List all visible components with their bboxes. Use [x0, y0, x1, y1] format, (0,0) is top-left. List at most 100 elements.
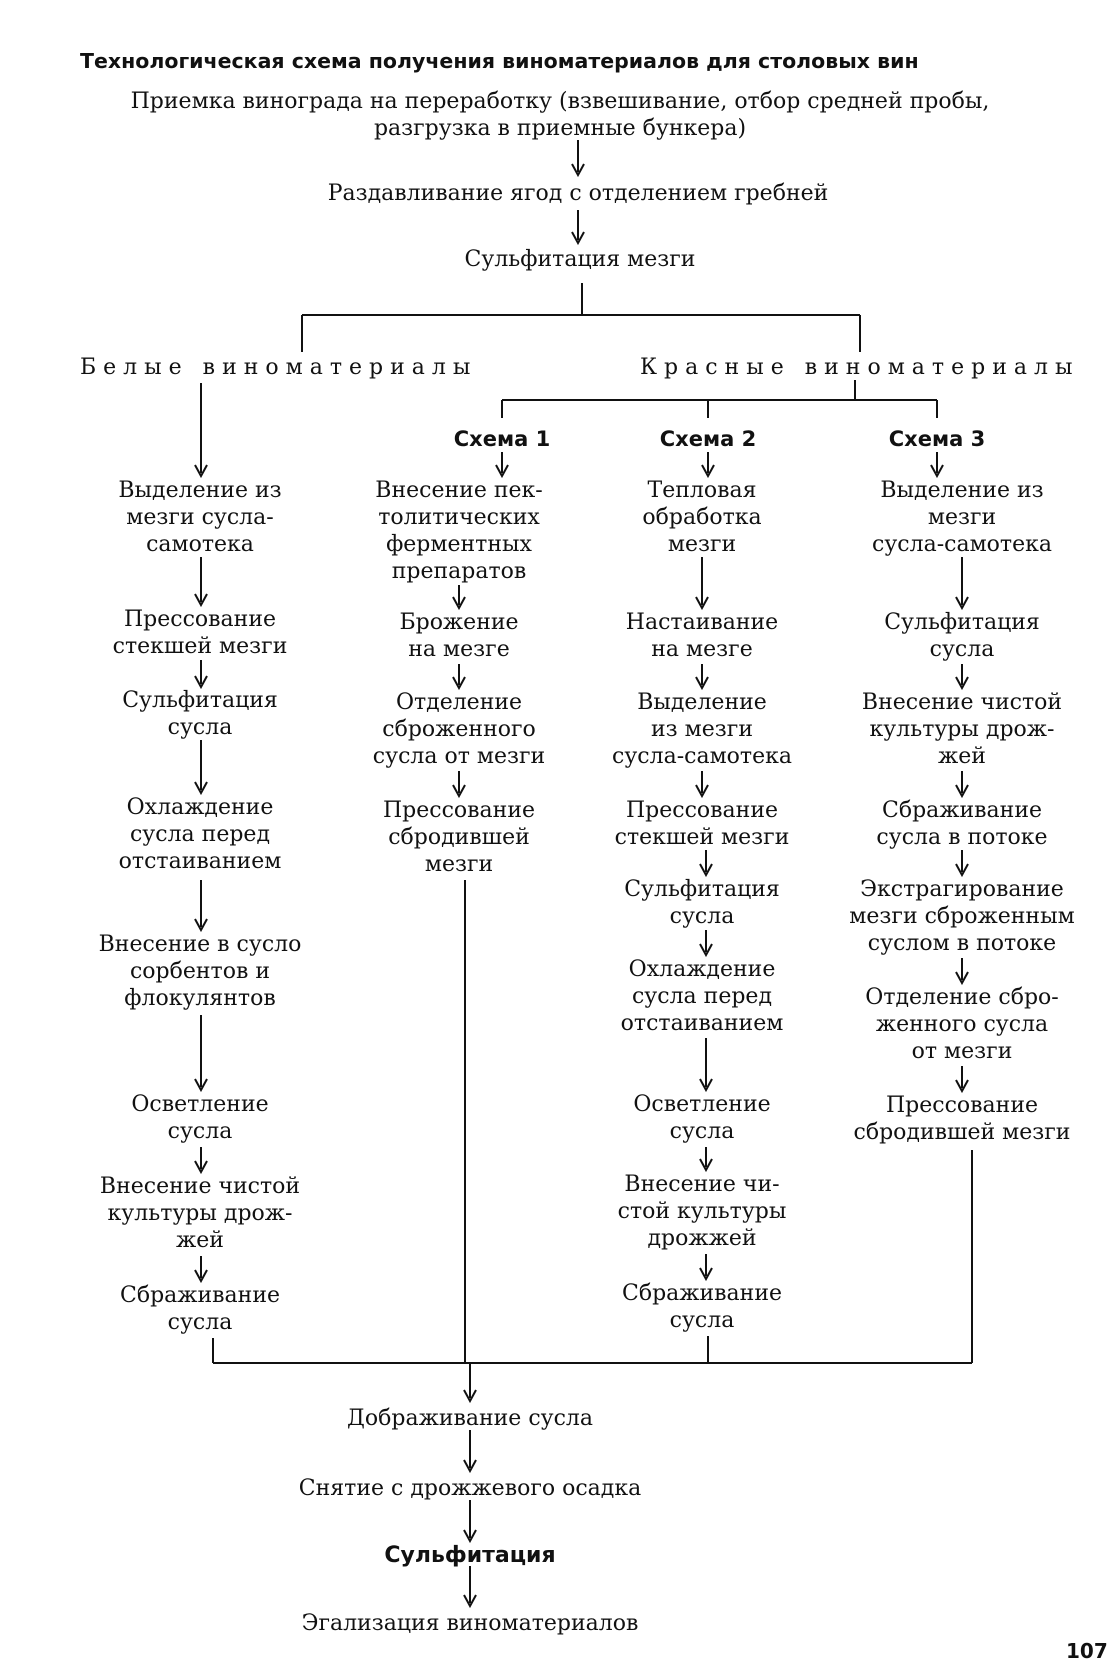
scheme2-step-6: Охлаждение сусла перед отстаиванием: [587, 956, 817, 1037]
scheme1-step-3: Отделение сброженного сусла от мезги: [344, 689, 574, 770]
page-title: Технологическая схема получения виномате…: [80, 49, 919, 73]
scheme2-step-8: Внесение чи- стой культуры дрожжей: [587, 1171, 817, 1252]
scheme2-step-4: Прессование стекшей мезги: [587, 797, 817, 851]
step-reception: Приемка винограда на переработку (взвеши…: [60, 88, 1060, 142]
scheme2-step-1: Тепловая обработка мезги: [587, 477, 817, 558]
step-line: обработка: [642, 505, 762, 530]
step-line: культуры дрож-: [107, 1201, 293, 1226]
step-line: дрожжей: [647, 1226, 757, 1251]
white-step-6: Осветление сусла: [60, 1091, 340, 1145]
step-line: сусла перед: [129, 822, 270, 847]
scheme3-step-5: Экстрагирование мезги сброженным суслом …: [827, 876, 1097, 957]
step-line: женного сусла: [875, 1012, 1049, 1037]
scheme3-step-1: Выделение из мезги сусла-самотека: [827, 477, 1097, 558]
arrowhead: [463, 1459, 477, 1474]
arrowhead: [194, 675, 208, 690]
step-line: Прессование: [382, 798, 536, 823]
arrowhead: [495, 464, 509, 479]
arrowhead: [194, 1269, 208, 1284]
step-crushing: Раздавливание ягод с отделением гребней: [327, 181, 829, 206]
step-line: Выделение из: [118, 478, 282, 503]
arrowhead: [699, 1078, 713, 1093]
arrowhead: [463, 1389, 477, 1404]
step-line: ферментных: [386, 532, 532, 557]
arrowhead: [955, 676, 969, 691]
step-line: сусла: [167, 715, 233, 740]
step-line: Внесение чистой: [99, 1174, 301, 1199]
step-sulfitation-final: Сульфитация: [384, 1543, 556, 1568]
step-line: сусла перед: [631, 984, 772, 1009]
step-line: сброженного: [382, 717, 536, 742]
step-line: стекшей мезги: [112, 634, 288, 659]
step-line: сусла в потоке: [876, 825, 1048, 850]
scheme2-step-9: Сбраживание сусла: [587, 1280, 817, 1334]
arrowhead: [955, 1079, 969, 1094]
branch-red-label: Красные виноматериалы: [640, 355, 1080, 380]
scheme3-step-7: Прессование сбродившей мезги: [827, 1092, 1097, 1146]
white-step-2: Прессование стекшей мезги: [60, 606, 340, 660]
step-line: отстаиванием: [118, 849, 282, 874]
scheme3-step-3: Внесение чистой культуры дрож- жей: [827, 689, 1097, 770]
scheme2-step-2: Настаивание на мезге: [587, 609, 817, 663]
step-line: Охлаждение: [628, 957, 776, 982]
step-line: флокулянтов: [124, 986, 276, 1011]
step-line: Выделение из: [880, 478, 1044, 503]
scheme-3-header: Схема 3: [888, 427, 986, 451]
step-line: мезги: [927, 505, 997, 530]
step-line: Внесение чи-: [624, 1172, 780, 1197]
step-line: сусла: [669, 904, 735, 929]
white-step-8: Сбраживание сусла: [60, 1282, 340, 1336]
white-step-4: Охлаждение сусла перед отстаиванием: [60, 794, 340, 875]
step-line: Сульфитация: [624, 877, 780, 902]
step-line: сусла: [167, 1119, 233, 1144]
arrowhead: [194, 593, 208, 608]
step-line: мезги сусла-: [126, 505, 274, 530]
arrowhead: [452, 596, 466, 611]
white-step-7: Внесение чистой культуры дрож- жей: [60, 1173, 340, 1254]
arrowhead: [955, 971, 969, 986]
arrowhead: [699, 1267, 713, 1282]
step-line: Экстрагирование: [860, 877, 1064, 902]
step-line: сбродившей: [388, 825, 530, 850]
step-line: на мезге: [408, 637, 510, 662]
step-line: мезги сброженным: [849, 904, 1075, 929]
step-line: Отделение сбро-: [865, 985, 1059, 1010]
step-line: Внесение пек-: [375, 478, 543, 503]
step-line: суслом в потоке: [867, 931, 1057, 956]
step-sulfitation-must: Сульфитация мезги: [464, 247, 696, 272]
step-line: сусла-самотека: [872, 532, 1052, 557]
step-line: мезги: [667, 532, 737, 557]
step-line: сусла: [929, 637, 995, 662]
arrowhead: [699, 1158, 713, 1173]
step-line: Сульфитация: [884, 610, 1040, 635]
step-line: сбродившей мезги: [853, 1120, 1071, 1145]
step-post-fermentation: Дображивание сусла: [347, 1406, 593, 1431]
step-line: разгрузка в приемные бункера): [373, 116, 747, 141]
step-line: от мезги: [911, 1039, 1013, 1064]
arrowhead: [695, 676, 709, 691]
step-line: Брожение: [399, 610, 519, 635]
arrowhead: [571, 163, 585, 178]
arrowhead: [695, 596, 709, 611]
arrowhead: [194, 1078, 208, 1093]
scheme-1-header: Схема 1: [453, 427, 551, 451]
scheme2-step-5: Сульфитация сусла: [587, 876, 817, 930]
step-line: жей: [938, 744, 986, 769]
step-line: толитических: [378, 505, 540, 530]
step-line: Внесение чистой: [861, 690, 1063, 715]
arrowhead: [452, 676, 466, 691]
step-line: сусла-самотека: [612, 744, 792, 769]
scheme3-step-4: Сбраживание сусла в потоке: [827, 797, 1097, 851]
step-line: Прессование: [885, 1093, 1039, 1118]
scheme2-step-7: Осветление сусла: [587, 1091, 817, 1145]
step-blending: Эгализация виноматериалов: [301, 1611, 639, 1636]
arrowhead: [463, 1529, 477, 1544]
step-line: стекшей мезги: [614, 825, 790, 850]
step-line: Осветление: [633, 1092, 771, 1117]
arrowhead: [699, 943, 713, 958]
arrowhead: [452, 784, 466, 799]
step-line: Сбраживание: [621, 1281, 783, 1306]
scheme3-step-6: Отделение сбро- женного сусла от мезги: [827, 984, 1097, 1065]
arrowhead: [194, 781, 208, 796]
step-line: на мезге: [651, 637, 753, 662]
